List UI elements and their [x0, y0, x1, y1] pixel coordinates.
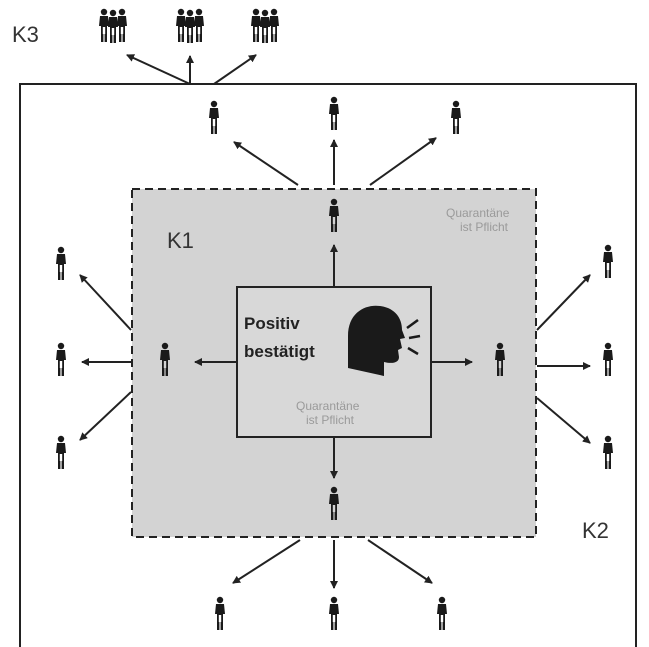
k3-arrows: [126, 54, 257, 85]
person-icon: [603, 342, 613, 376]
positive-label-line1: Positiv: [244, 314, 300, 333]
person-group-icon: [176, 9, 204, 43]
k2-label: K2: [582, 518, 609, 543]
person-icon: [329, 596, 339, 630]
center-quarantine-line2: ist Pflicht: [306, 413, 355, 427]
positive-case-box: [236, 286, 432, 438]
speaking-head-icon: [348, 305, 421, 376]
center-quarantine-line1: Quarantäne: [296, 399, 360, 413]
person-group-icon: [99, 9, 127, 43]
person-icon: [603, 435, 613, 469]
k1-quarantine-line2: ist Pflicht: [460, 220, 509, 234]
person-icon: [603, 244, 613, 278]
k1-label: K1: [167, 228, 194, 253]
person-icon: [437, 596, 447, 630]
k3-label: K3: [12, 22, 39, 47]
person-group-icon: [251, 9, 279, 43]
person-icon: [56, 435, 66, 469]
person-icon: [215, 596, 225, 630]
person-icon: [451, 100, 461, 134]
person-icon: [56, 342, 66, 376]
person-icon: [209, 100, 219, 134]
k1-quarantine-line1: Quarantäne: [446, 206, 510, 220]
positive-label-line2: bestätigt: [244, 342, 315, 361]
k1-arrows: [194, 244, 473, 479]
k2-arrows: [79, 137, 591, 589]
person-icon: [56, 246, 66, 280]
k2-area: [19, 83, 637, 647]
person-icon: [329, 96, 339, 130]
